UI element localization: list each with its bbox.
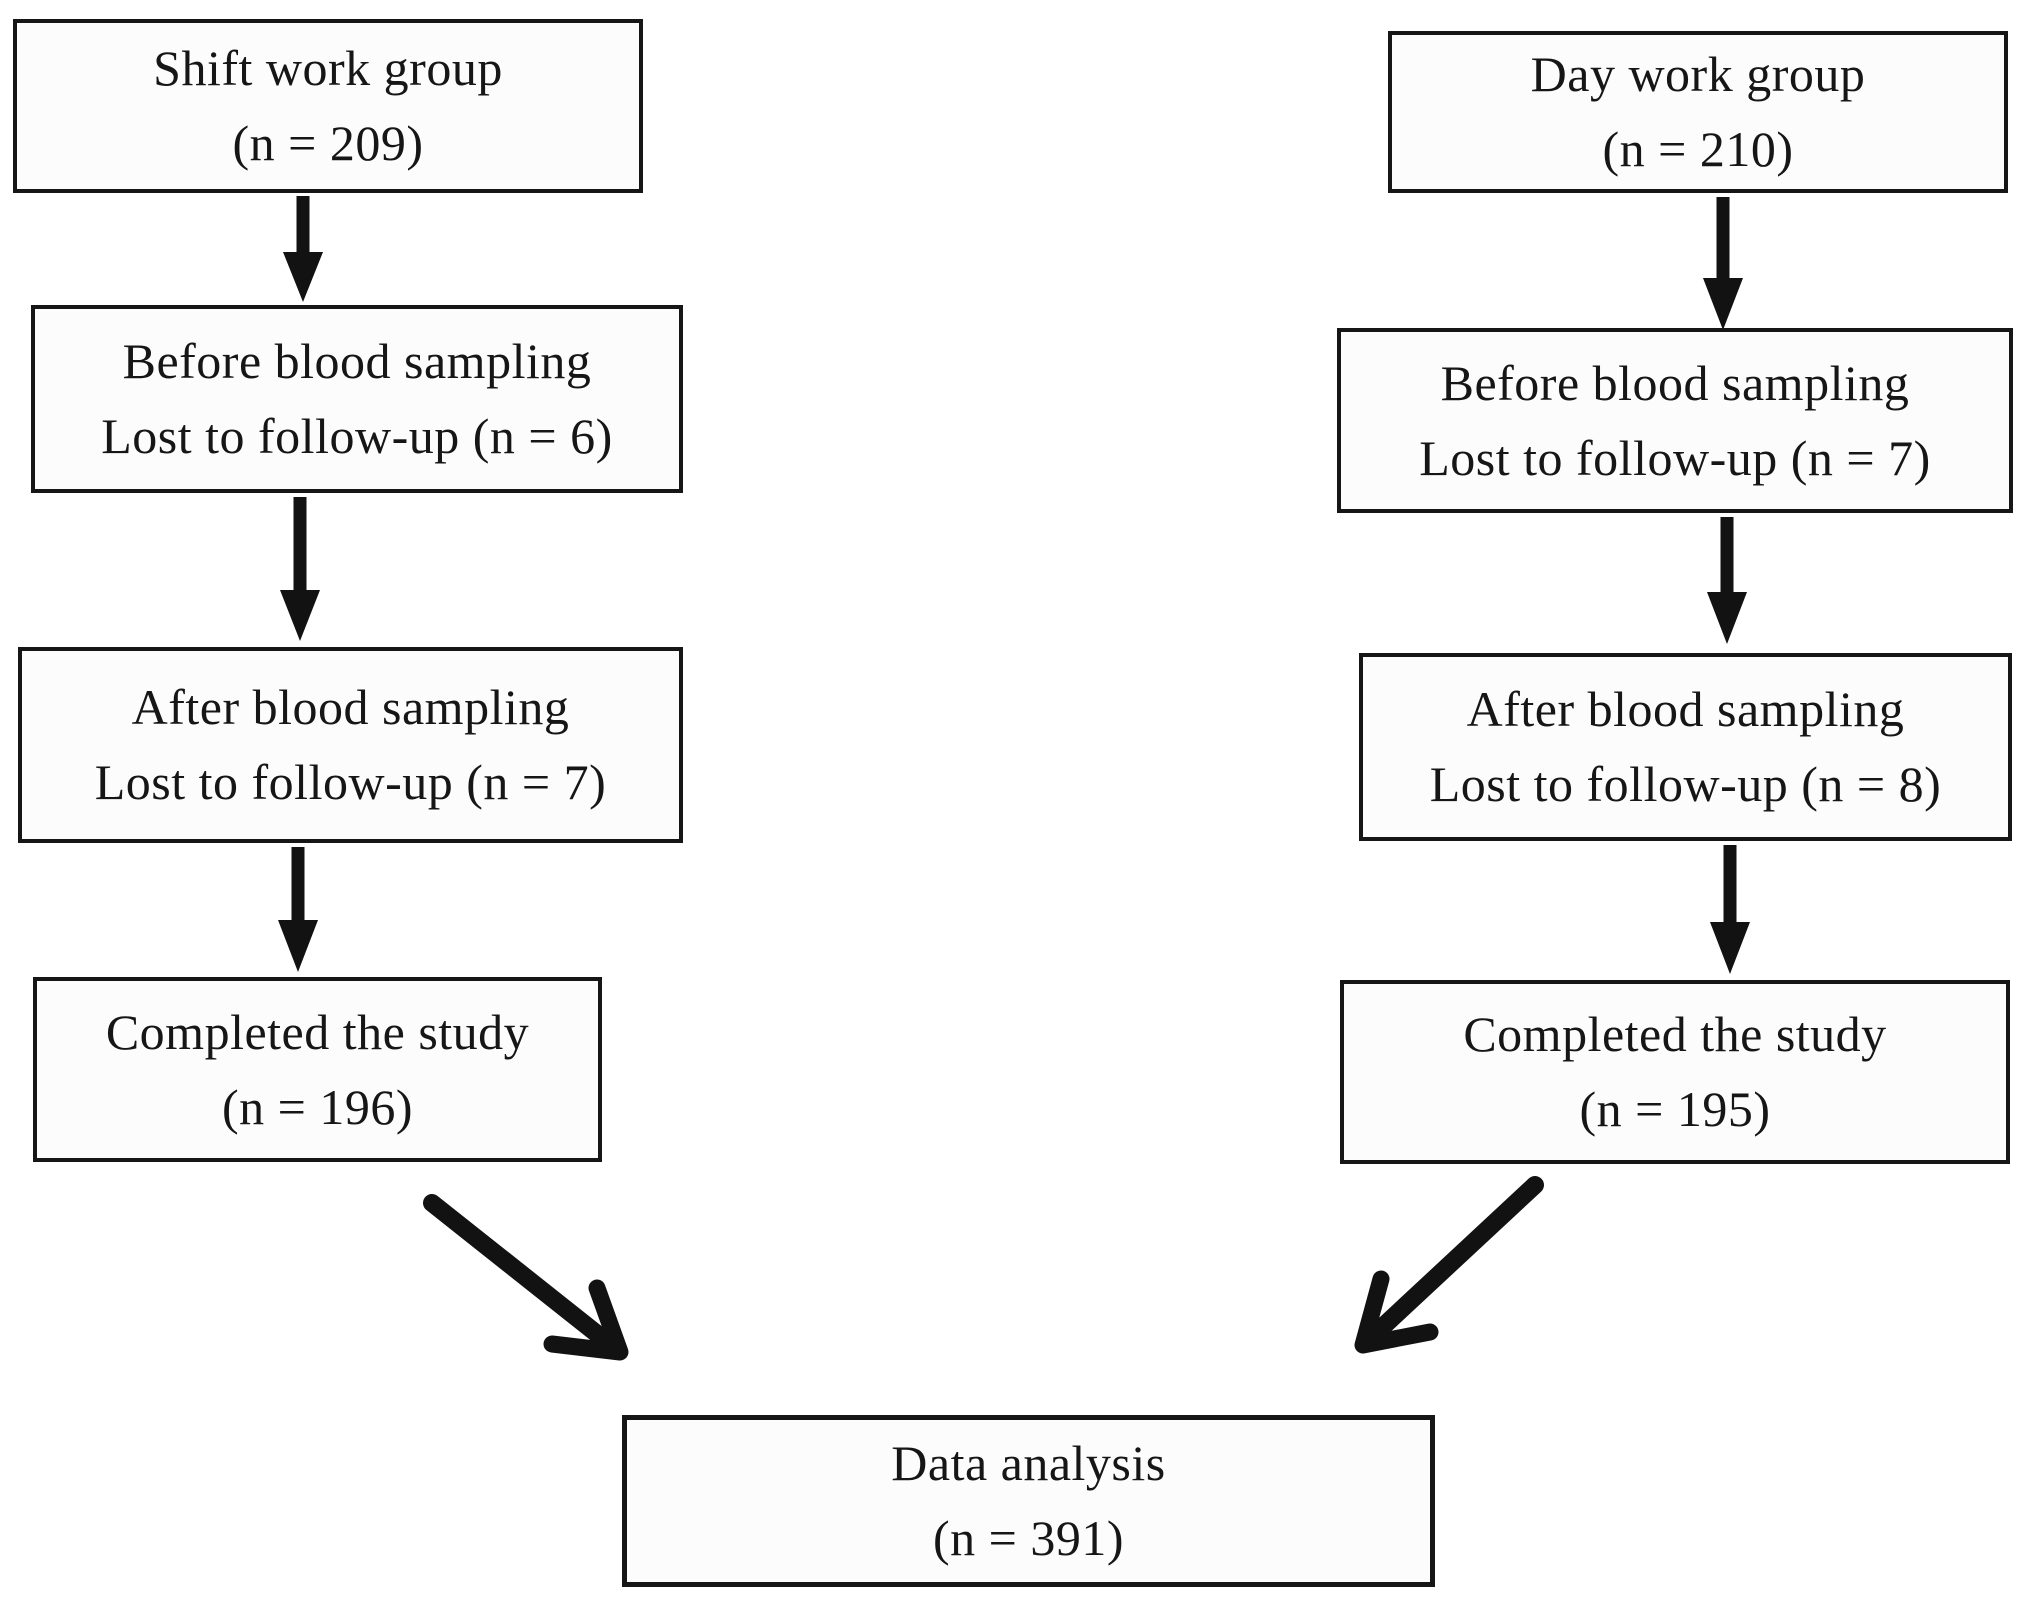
box-line2: Lost to follow-up (n = 7) — [1419, 429, 1931, 486]
box-day-work-group: Day work group (n = 210) — [1388, 31, 2008, 193]
box-shift-work-group: Shift work group (n = 209) — [13, 19, 643, 193]
arrow-shift-1 — [283, 196, 323, 302]
box-line2: (n = 196) — [222, 1078, 413, 1135]
arrow-day-3 — [1710, 845, 1750, 974]
box-line1: Shift work group — [153, 40, 503, 96]
arrow-day-1 — [1703, 197, 1743, 330]
box-line1: Completed the study — [1463, 1006, 1887, 1062]
box-line2: Lost to follow-up (n = 7) — [94, 754, 607, 810]
box-line1: After blood sampling — [131, 679, 570, 735]
box-line2: (n = 209) — [232, 115, 424, 171]
box-line2: Lost to follow-up (n = 6) — [101, 408, 613, 464]
arrow-shift-to-analysis — [423, 1194, 629, 1361]
arrow-shift-3 — [278, 847, 318, 972]
box-line1: After blood sampling — [1466, 681, 1905, 737]
box-shift-completed: Completed the study (n = 196) — [33, 977, 602, 1162]
box-day-after-sampling: After blood sampling Lost to follow-up (… — [1359, 653, 2012, 841]
arrow-day-to-analysis — [1354, 1176, 1544, 1354]
box-line2: (n = 195) — [1579, 1081, 1771, 1137]
box-data-analysis: Data analysis (n = 391) — [622, 1415, 1435, 1587]
arrow-shift-2 — [280, 497, 320, 641]
box-shift-before-sampling: Before blood sampling Lost to follow-up … — [31, 305, 683, 493]
box-day-before-sampling: Before blood sampling Lost to follow-up … — [1337, 328, 2013, 513]
box-line1: Data analysis — [891, 1435, 1166, 1491]
arrow-day-2 — [1707, 517, 1747, 644]
box-shift-after-sampling: After blood sampling Lost to follow-up (… — [18, 647, 683, 843]
box-day-completed: Completed the study (n = 195) — [1340, 980, 2010, 1164]
box-line2: (n = 391) — [933, 1510, 1124, 1566]
box-line1: Completed the study — [105, 1003, 530, 1060]
box-line2: (n = 210) — [1602, 121, 1794, 177]
box-line1: Before blood sampling — [1440, 354, 1910, 411]
box-line2: Lost to follow-up (n = 8) — [1429, 756, 1942, 812]
box-line1: Before blood sampling — [122, 333, 592, 389]
box-line1: Day work group — [1530, 46, 1866, 102]
